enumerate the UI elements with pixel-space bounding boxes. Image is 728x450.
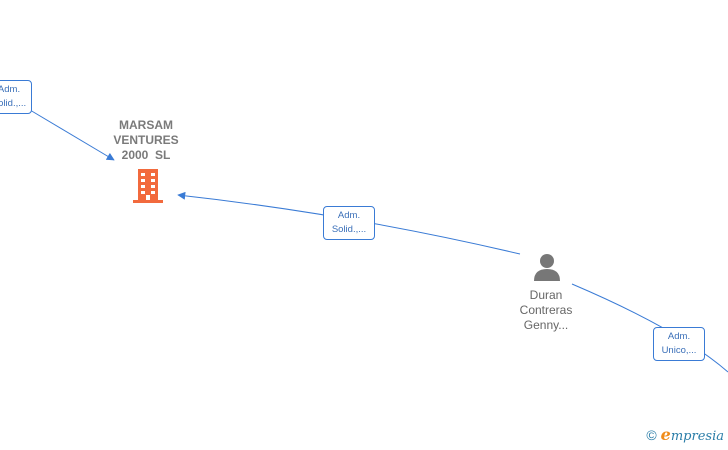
person-name-line-2: Contreras: [519, 303, 573, 317]
person-name-line-1: Duran: [529, 288, 563, 302]
company-node-label[interactable]: MARSAM VENTURES 2000 SL: [96, 118, 196, 163]
edge-label-center-line-1: Adm.: [337, 210, 361, 221]
edge-label-right-line-1: Adm.: [667, 331, 691, 342]
person-name-line-3: Genny...: [523, 318, 569, 332]
edge-line-left: [29, 109, 115, 161]
company-name-line-2: VENTURES: [113, 133, 179, 147]
edge-label-left-line-2: Solid.,...: [0, 98, 27, 109]
empresia-watermark: © empresia: [646, 425, 724, 444]
edge-label-right-line-2: Unico,...: [661, 345, 697, 356]
brand-initial: e: [660, 425, 671, 444]
copyright-icon: ©: [646, 426, 657, 443]
edge-label-right[interactable]: Adm. Unico,...: [653, 327, 705, 361]
edge-label-left-line-1: Adm.: [0, 84, 21, 95]
brand-rest: mpresia: [670, 429, 724, 444]
building-icon[interactable]: [131, 168, 165, 204]
company-name-line-3: 2000 SL: [121, 148, 171, 162]
edge-label-left[interactable]: Adm. Solid.,...: [0, 80, 32, 114]
brand-logo: empresia: [661, 425, 724, 444]
edge-label-center[interactable]: Adm. Solid.,...: [323, 206, 375, 240]
edge-label-center-line-2: Solid.,...: [331, 224, 367, 235]
person-node-label[interactable]: Duran Contreras Genny...: [496, 288, 596, 333]
company-name-line-1: MARSAM: [119, 118, 173, 132]
person-icon[interactable]: [532, 252, 562, 282]
